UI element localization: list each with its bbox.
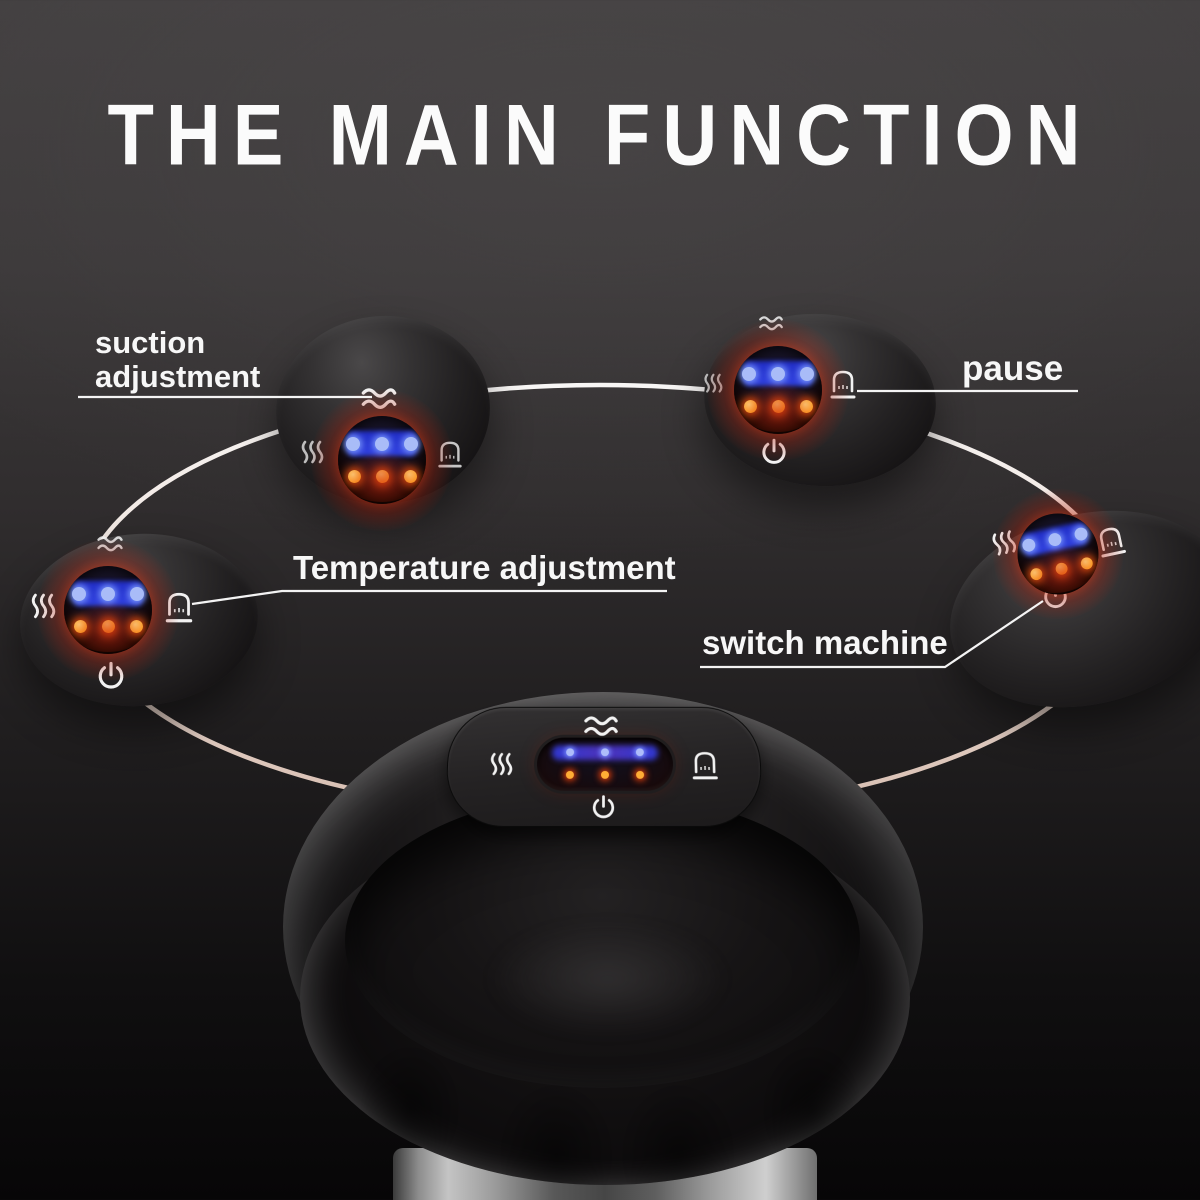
label-switch-machine: switch machine <box>702 624 948 661</box>
label-pause: pause <box>962 349 1064 388</box>
led-orange-dots <box>537 770 673 779</box>
label-suction-line2: adjustment <box>95 359 261 394</box>
wave-icon <box>582 714 620 737</box>
led-display <box>311 389 453 531</box>
label-temperature-adjustment: Temperature adjustment <box>293 549 676 586</box>
led-face <box>338 416 426 504</box>
page-title: THE MAIN FUNCTION <box>107 87 1093 185</box>
led-display <box>37 539 179 681</box>
led-blue-dots <box>64 587 152 601</box>
cupping-cup-icon <box>690 748 721 781</box>
led-orange-dots <box>1020 555 1102 584</box>
device-control-panel <box>444 706 764 827</box>
led-blue-dots <box>537 748 673 757</box>
led-face <box>64 566 152 654</box>
label-suction-adjustment: suction adjustment <box>95 326 260 394</box>
led-blue-dots <box>338 437 426 451</box>
led-blue-dots <box>734 367 822 381</box>
led-display <box>536 737 674 791</box>
led-display <box>707 319 849 461</box>
led-orange-dots <box>338 470 426 483</box>
led-display <box>980 476 1136 632</box>
led-face <box>734 346 822 434</box>
heat-wave-icon <box>489 751 514 779</box>
led-orange-dots <box>64 620 152 633</box>
device-main-top-face <box>345 793 860 1088</box>
label-suction-line1: suction <box>95 325 206 360</box>
led-orange-dots <box>734 400 822 413</box>
power-icon <box>589 794 618 823</box>
